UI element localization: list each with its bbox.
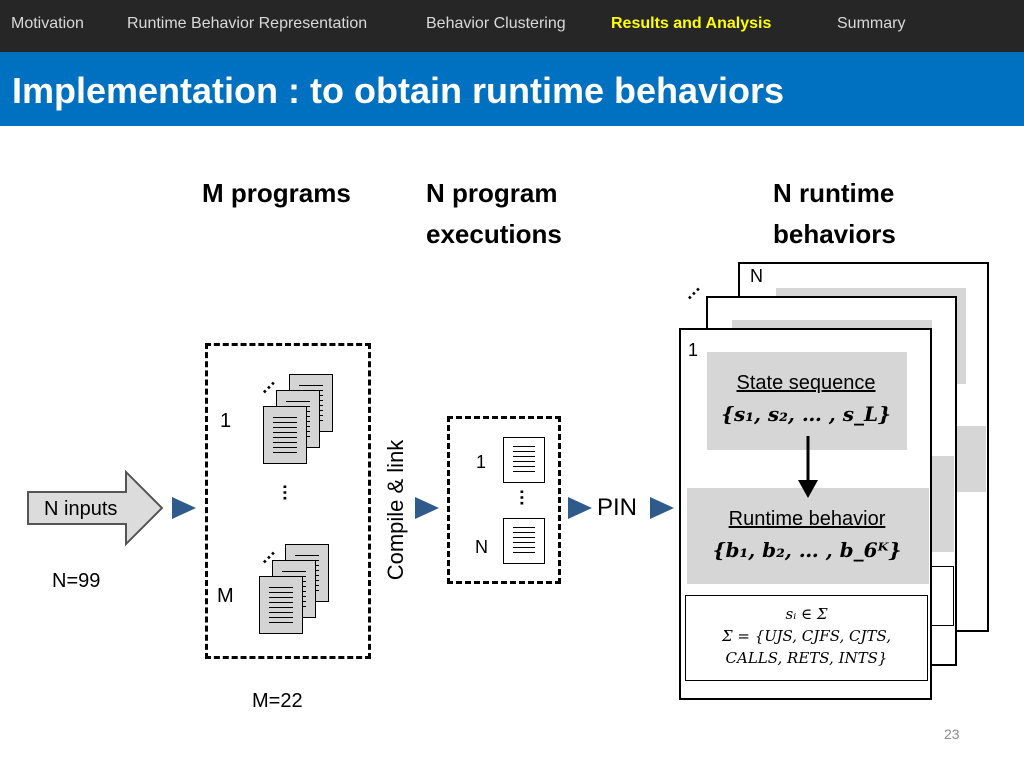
- runtime-behavior-formula: {b₁, b₂, … , b_6ᴷ}: [712, 538, 902, 562]
- nav-item-behavior-clustering[interactable]: Behavior Clustering: [426, 15, 566, 32]
- nav-item-results-and-analysis[interactable]: Results and Analysis: [611, 15, 772, 32]
- pin-label: PIN: [597, 494, 638, 521]
- program-last-label: M: [217, 585, 234, 607]
- heading-n-executions-line2: executions: [426, 219, 562, 249]
- heading-n-executions-line1: N program: [426, 178, 558, 208]
- behavior-card-back-label: N: [750, 266, 763, 286]
- inputs-count: N=99: [52, 570, 101, 592]
- alphabet-line-2: Σ = {UJS, CJFS, CJTS,: [722, 627, 891, 645]
- runtime-behavior-box: [687, 488, 929, 584]
- arrow-right-icon: [650, 497, 674, 519]
- section-nav-bar: Motivation Runtime Behavior Representati…: [0, 0, 1024, 52]
- programs-count: M=22: [252, 690, 303, 712]
- title-bar: Implementation : to obtain runtime behav…: [0, 52, 1024, 126]
- compile-link-label: Compile & link: [383, 439, 408, 581]
- behavior-stack-ellipsis: …: [677, 276, 705, 304]
- behavior-card-front-label: 1: [688, 340, 699, 360]
- inputs-label: N inputs: [44, 498, 118, 520]
- programs-ellipsis: …: [279, 483, 300, 502]
- heading-m-programs: M programs: [202, 178, 351, 208]
- state-sequence-formula: {s₁, s₂, … , s_L}: [721, 402, 891, 426]
- runtime-behavior-title: Runtime behavior: [728, 508, 886, 530]
- arrow-right-icon: [172, 497, 196, 519]
- program-file-icon: [263, 406, 307, 464]
- execution-file-icon: [503, 437, 545, 483]
- page-number: 23: [944, 726, 960, 742]
- arrow-right-icon: [415, 497, 439, 519]
- alphabet-line-3: CALLS, RETS, INTS}: [725, 649, 888, 667]
- state-sequence-title: State sequence: [736, 372, 876, 394]
- execution-first-label: 1: [476, 452, 487, 472]
- program-file-icon: [259, 576, 303, 634]
- nav-item-runtime-behavior-representation[interactable]: Runtime Behavior Representation: [127, 15, 368, 32]
- slide-title: Implementation : to obtain runtime behav…: [12, 70, 785, 111]
- state-sequence-box: [707, 352, 907, 450]
- arrow-right-icon: [568, 497, 592, 519]
- heading-n-behaviors-line2: behaviors: [773, 219, 896, 249]
- nav-item-motivation[interactable]: Motivation: [11, 15, 84, 32]
- executions-ellipsis: …: [516, 488, 537, 507]
- program-first-label: 1: [220, 410, 232, 432]
- heading-n-behaviors-line1: N runtime: [773, 178, 895, 208]
- nav-item-summary[interactable]: Summary: [837, 15, 906, 32]
- executions-box: [447, 416, 561, 584]
- execution-last-label: N: [475, 537, 488, 557]
- inputs-block-arrow: [27, 470, 164, 547]
- arrow-down-icon: [798, 436, 818, 498]
- programs-box: [205, 343, 371, 659]
- alphabet-line-1: sᵢ ∈ Σ: [785, 605, 828, 623]
- execution-file-icon: [503, 518, 545, 564]
- alphabet-definition-box: sᵢ ∈ Σ Σ = {UJS, CJFS, CJTS, CALLS, RETS…: [685, 595, 928, 681]
